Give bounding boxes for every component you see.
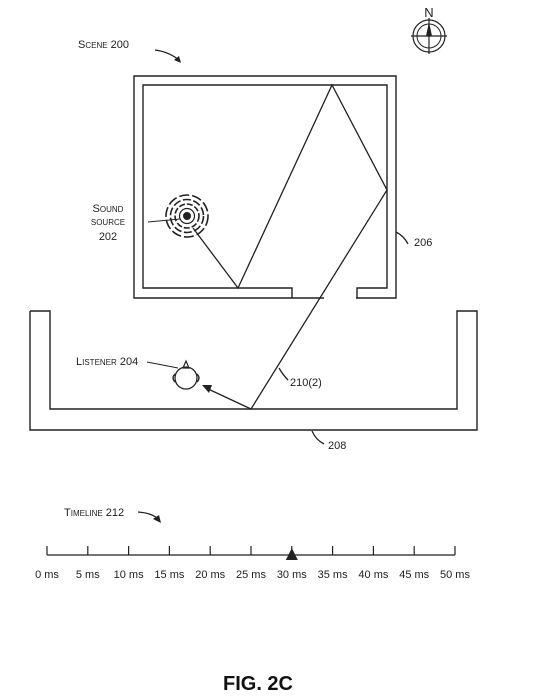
timeline-tick-label: 40 ms <box>358 569 388 581</box>
room-leader-line <box>395 231 409 245</box>
sound-source-label-line2: source <box>91 216 125 228</box>
scene-label: Scene 200 <box>78 39 129 51</box>
timeline-tick-label: 0 ms <box>35 569 59 581</box>
timeline-tick-label: 45 ms <box>399 569 429 581</box>
timeline-tick-label: 5 ms <box>76 569 100 581</box>
timeline-tick-label: 10 ms <box>114 569 144 581</box>
room-label: 206 <box>414 237 432 249</box>
listener-icon <box>172 359 200 390</box>
compass-icon <box>411 18 447 54</box>
corridor-walls <box>29 310 478 431</box>
sound-source-leader-line <box>147 218 181 223</box>
timeline-tick-label: 25 ms <box>236 569 266 581</box>
listener-label: Listener 204 <box>76 356 138 368</box>
timeline-tick-label: 35 ms <box>318 569 348 581</box>
timeline-arrowhead <box>153 515 161 523</box>
listener-leader-line <box>146 361 179 369</box>
corridor-leader-line <box>311 430 325 445</box>
corridor-label: 208 <box>328 440 346 452</box>
timeline-tick-label: 30 ms <box>277 569 307 581</box>
timeline-label: Timeline 212 <box>64 507 124 519</box>
timeline-marker <box>285 548 298 560</box>
sound-path-arrowhead <box>202 385 212 393</box>
sound-source-label-line1: Sound <box>93 203 124 215</box>
compass-label: N <box>424 5 433 20</box>
timeline-axis: 0 ms 5 ms 10 ms 15 ms 20 ms 25 ms 30 ms 35 ms 40… <box>35 546 470 581</box>
timeline-tick-label: 15 ms <box>154 569 184 581</box>
sound-source-label-line3: 202 <box>99 231 117 243</box>
sound-source-icon <box>165 194 209 238</box>
room-walls <box>133 75 397 299</box>
path-label: 210(2) <box>290 377 322 389</box>
figure-caption: FIG. 2C <box>223 673 293 695</box>
timeline-tick-label: 50 ms <box>440 569 470 581</box>
sound-path <box>192 83 388 410</box>
path-leader-line <box>278 367 289 381</box>
scene-arrowhead <box>174 56 181 63</box>
timeline-tick-label: 20 ms <box>195 569 225 581</box>
